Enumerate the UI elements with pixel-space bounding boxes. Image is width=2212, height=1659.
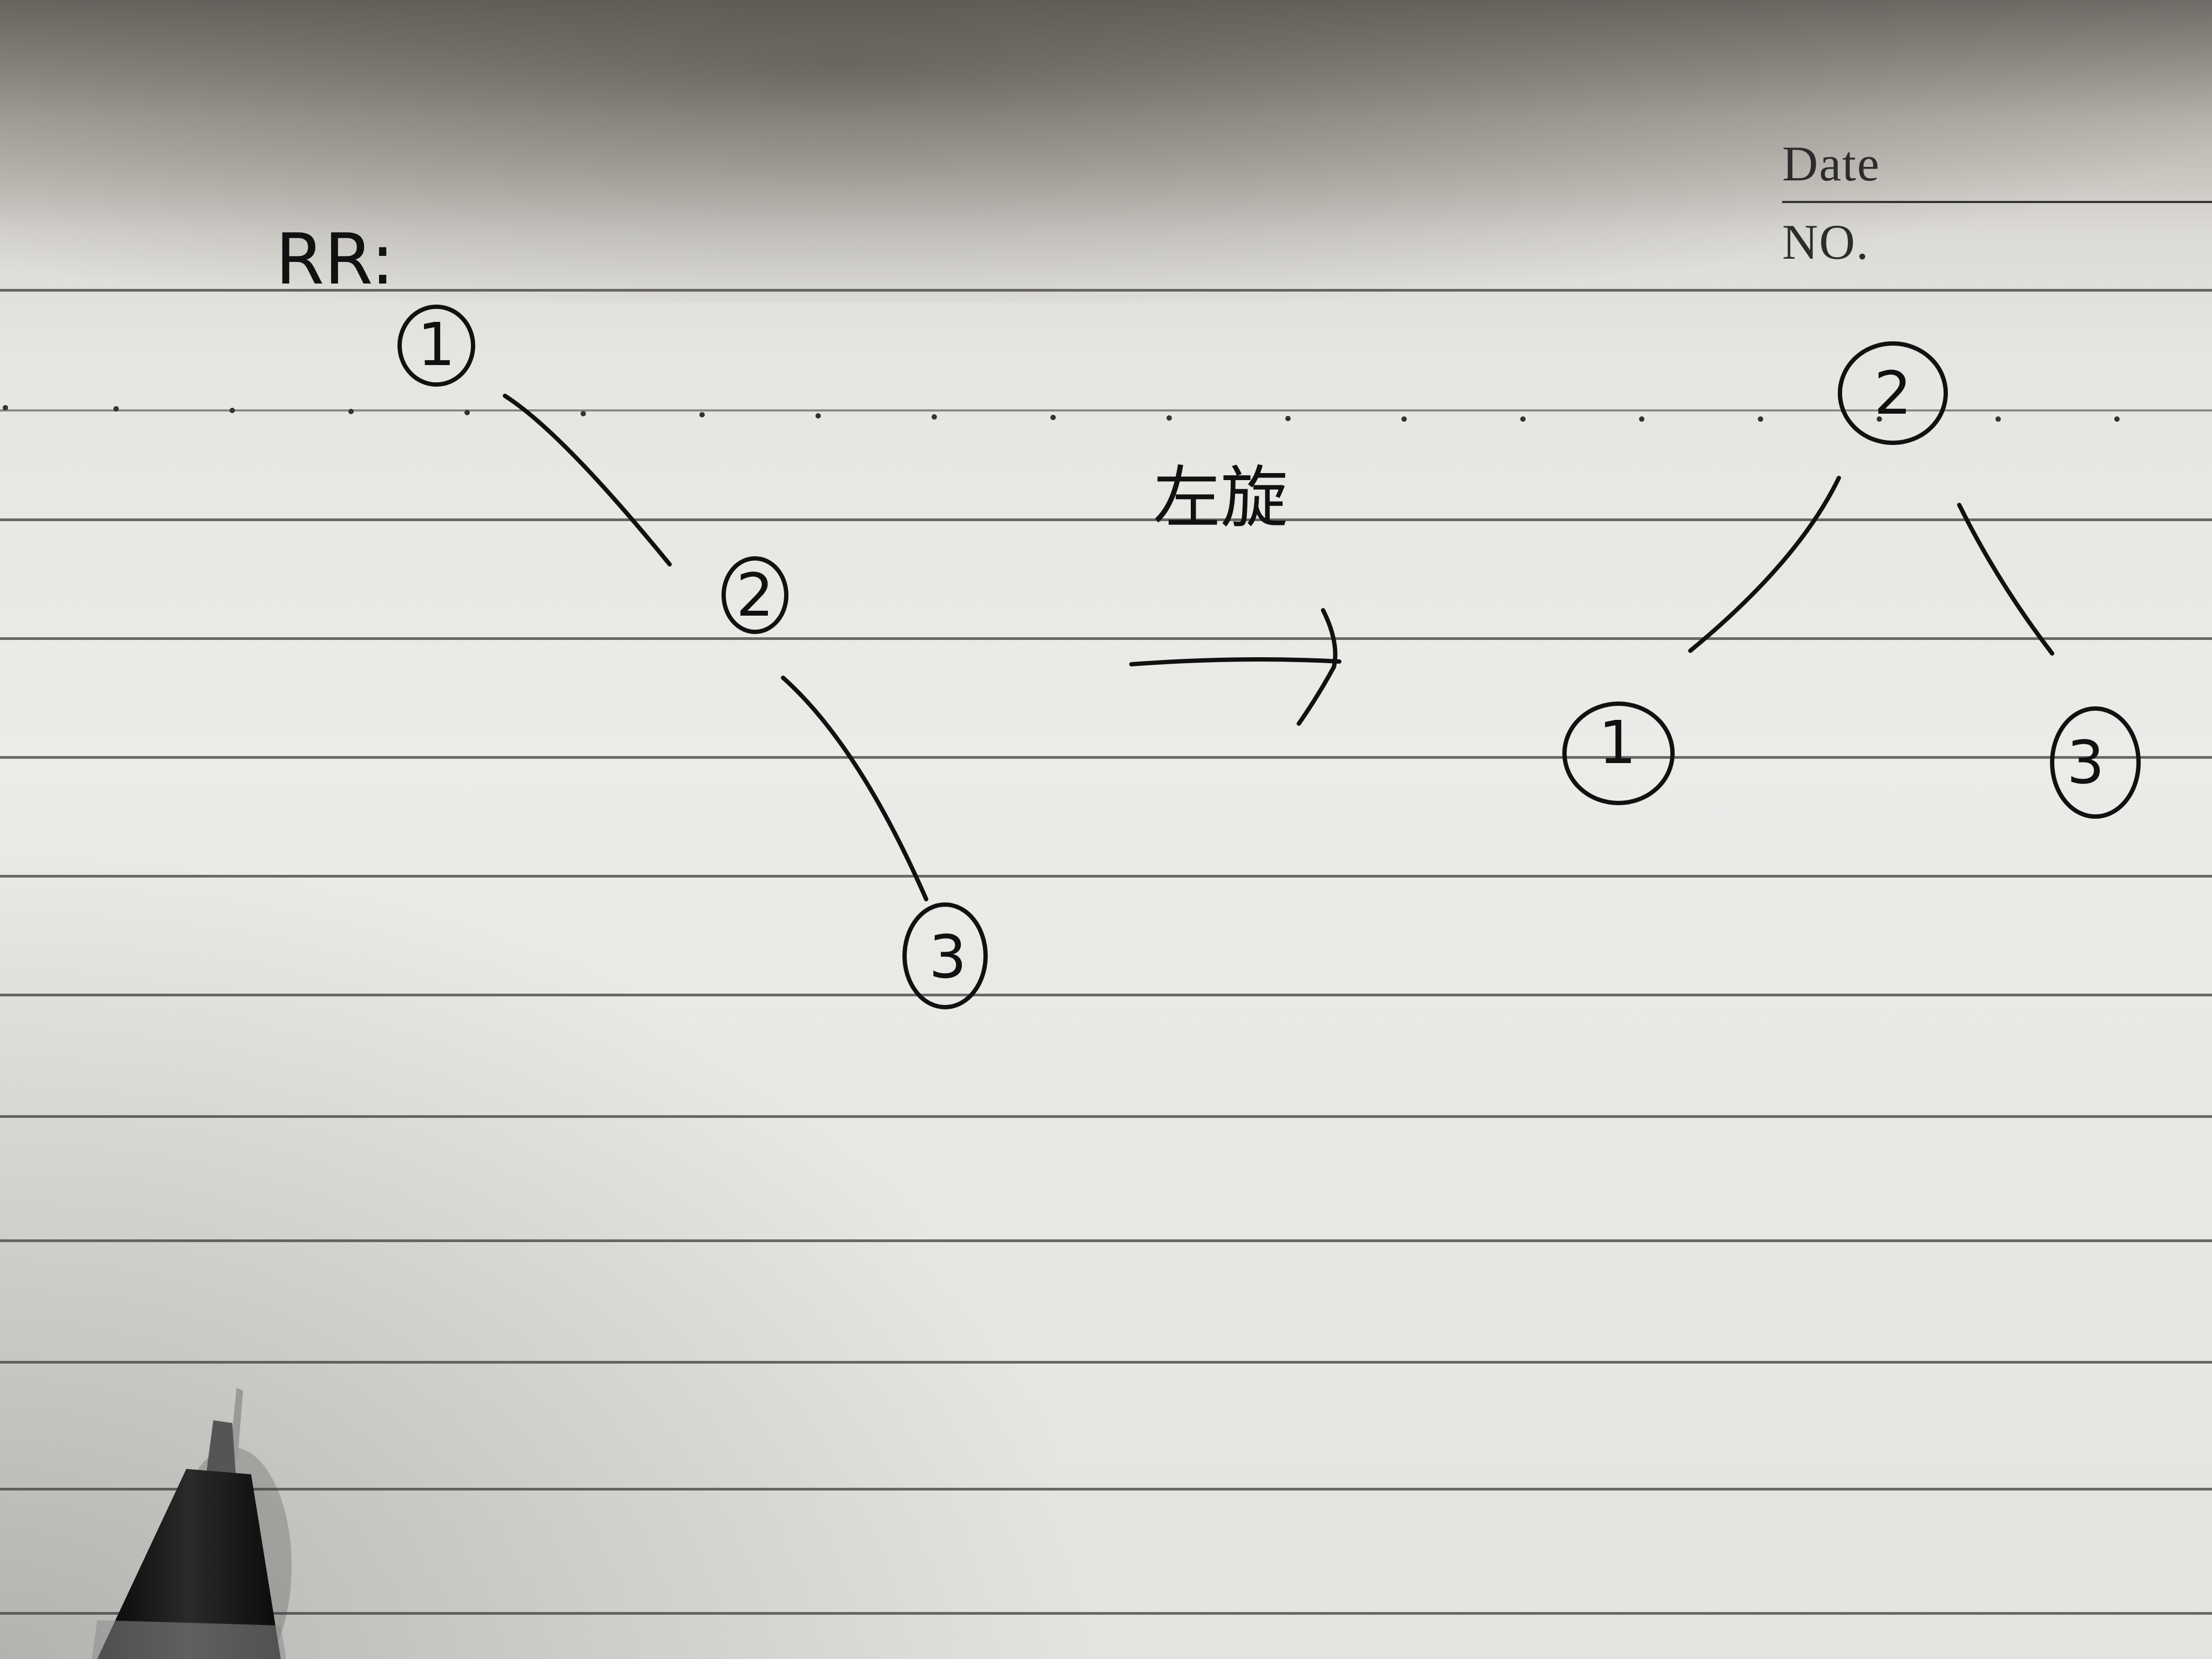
pen-body — [97, 1469, 281, 1659]
ruled-line — [0, 409, 2212, 412]
ruled-line — [0, 637, 2212, 640]
node-3: 3 — [902, 902, 988, 1009]
dot-row — [3, 405, 2120, 422]
ruled-line — [0, 1612, 2212, 1615]
no-label: NO. — [1782, 214, 1870, 269]
ruled-line — [0, 756, 2212, 759]
svg-text:3: 3 — [929, 922, 967, 992]
edge-1-2 — [503, 394, 672, 567]
edge-2-1 — [1688, 476, 1841, 653]
before-tree: 1 2 3 — [397, 305, 988, 1009]
svg-text:2: 2 — [736, 561, 774, 630]
ruled-line — [0, 875, 2212, 878]
rotation-label: 左旋 — [1153, 459, 1288, 537]
page-shadow — [0, 0, 2212, 302]
after-tree: 2 1 3 — [1562, 341, 2141, 819]
edge-2-3 — [781, 676, 928, 901]
ruled-line — [0, 1361, 2212, 1364]
svg-text:1: 1 — [417, 310, 455, 379]
edge-2-3 — [1957, 503, 2054, 656]
svg-text:1: 1 — [1599, 708, 1636, 777]
ruled-line — [0, 289, 2212, 292]
date-label: Date — [1782, 136, 1880, 191]
arrow-icon — [1129, 608, 1341, 726]
ruled-line — [0, 1239, 2212, 1242]
rr-label: RR: — [275, 218, 394, 300]
node-3: 3 — [2050, 706, 2141, 819]
ruled-line — [0, 994, 2212, 996]
pen-ring — [92, 1620, 286, 1659]
svg-text:3: 3 — [2067, 728, 2105, 797]
node-1: 1 — [1562, 702, 1675, 805]
ruled-line — [0, 1115, 2212, 1118]
svg-text:2: 2 — [1874, 359, 1912, 428]
node-2: 2 — [721, 556, 788, 634]
ruled-line — [0, 518, 2212, 521]
date-underline — [1782, 201, 2212, 203]
ruled-line — [0, 1488, 2212, 1491]
node-2: 2 — [1838, 341, 1948, 445]
node-1: 1 — [397, 305, 475, 387]
